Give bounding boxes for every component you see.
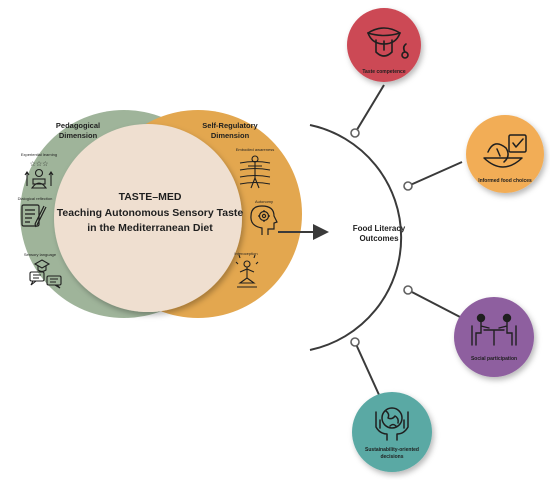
- self-regulatory-title-line2: Dimension: [211, 131, 250, 140]
- hub-label-line1: Food Literacy: [353, 224, 406, 233]
- pedagogical-item-experiential-learning: Experiential learning: [21, 152, 57, 157]
- interoception-icon: [235, 254, 259, 288]
- hub-label-line2: Outcomes: [359, 234, 399, 243]
- center-subtitle-line2: in the Mediterranean Diet: [87, 222, 213, 234]
- outcomes-arc: [309, 124, 403, 351]
- venn-diagram: Pedagogical Dimension Self-Regulatory Di…: [18, 110, 302, 318]
- self-regulatory-item-interoception: Interoception: [234, 251, 257, 256]
- pedagogical-title-line1: Pedagogical: [56, 121, 100, 130]
- center-circle: [54, 124, 242, 312]
- sustainability-decisions-label-line2: decisions: [380, 454, 403, 460]
- experiential-learning-icon: ☆☆☆: [24, 160, 54, 189]
- svg-text:☆☆☆: ☆☆☆: [30, 160, 49, 168]
- pedagogical-item-sensory-language: Sensory language: [24, 252, 57, 257]
- social-participation-label: Social participation: [471, 356, 517, 362]
- autonomy-icon: [250, 205, 278, 235]
- checklist-food-icon: [483, 134, 527, 168]
- outcome-informed-food-choices: Informed food choices: [466, 115, 544, 193]
- shared-meal-icon: [471, 313, 517, 346]
- outcome-taste-competence: Taste competence: [347, 8, 421, 82]
- junction-node-3: [403, 285, 413, 295]
- sensory-language-icon: [29, 259, 62, 289]
- self-regulatory-item-autonomy: Autonomy: [255, 199, 273, 204]
- junction-node-2: [403, 181, 413, 191]
- junction-node-1: [350, 128, 360, 138]
- taste-competence-label: Taste competence: [362, 69, 405, 75]
- center-title: TASTE–MED: [119, 191, 182, 203]
- self-regulatory-item-embodied-awareness: Embodied awareness: [236, 147, 274, 152]
- center-subtitle-line1: Teaching Autonomous Sensory Taste: [57, 207, 244, 219]
- tongue-icon: [367, 27, 409, 59]
- dialogical-reflection-icon: [21, 204, 47, 228]
- outcome-connectors: [354, 84, 463, 398]
- pedagogical-title-line2: Dimension: [59, 131, 98, 140]
- outcome-sustainability-decisions: Sustainability-oriented decisions: [352, 392, 432, 472]
- globe-hands-icon: [375, 407, 409, 441]
- informed-food-choices-label: Informed food choices: [478, 178, 532, 184]
- embodied-awareness-icon: [239, 155, 271, 189]
- outcome-social-participation: Social participation: [454, 297, 534, 377]
- junction-node-4: [350, 337, 360, 347]
- junction-nodes: [350, 128, 413, 347]
- sustainability-decisions-label-line1: Sustainability-oriented: [365, 447, 419, 453]
- sustainability-decisions-circle: [352, 392, 432, 472]
- self-regulatory-title-line1: Self-Regulatory: [202, 121, 258, 130]
- pedagogical-item-dialogical-reflection: Dialogical reflection: [18, 196, 53, 201]
